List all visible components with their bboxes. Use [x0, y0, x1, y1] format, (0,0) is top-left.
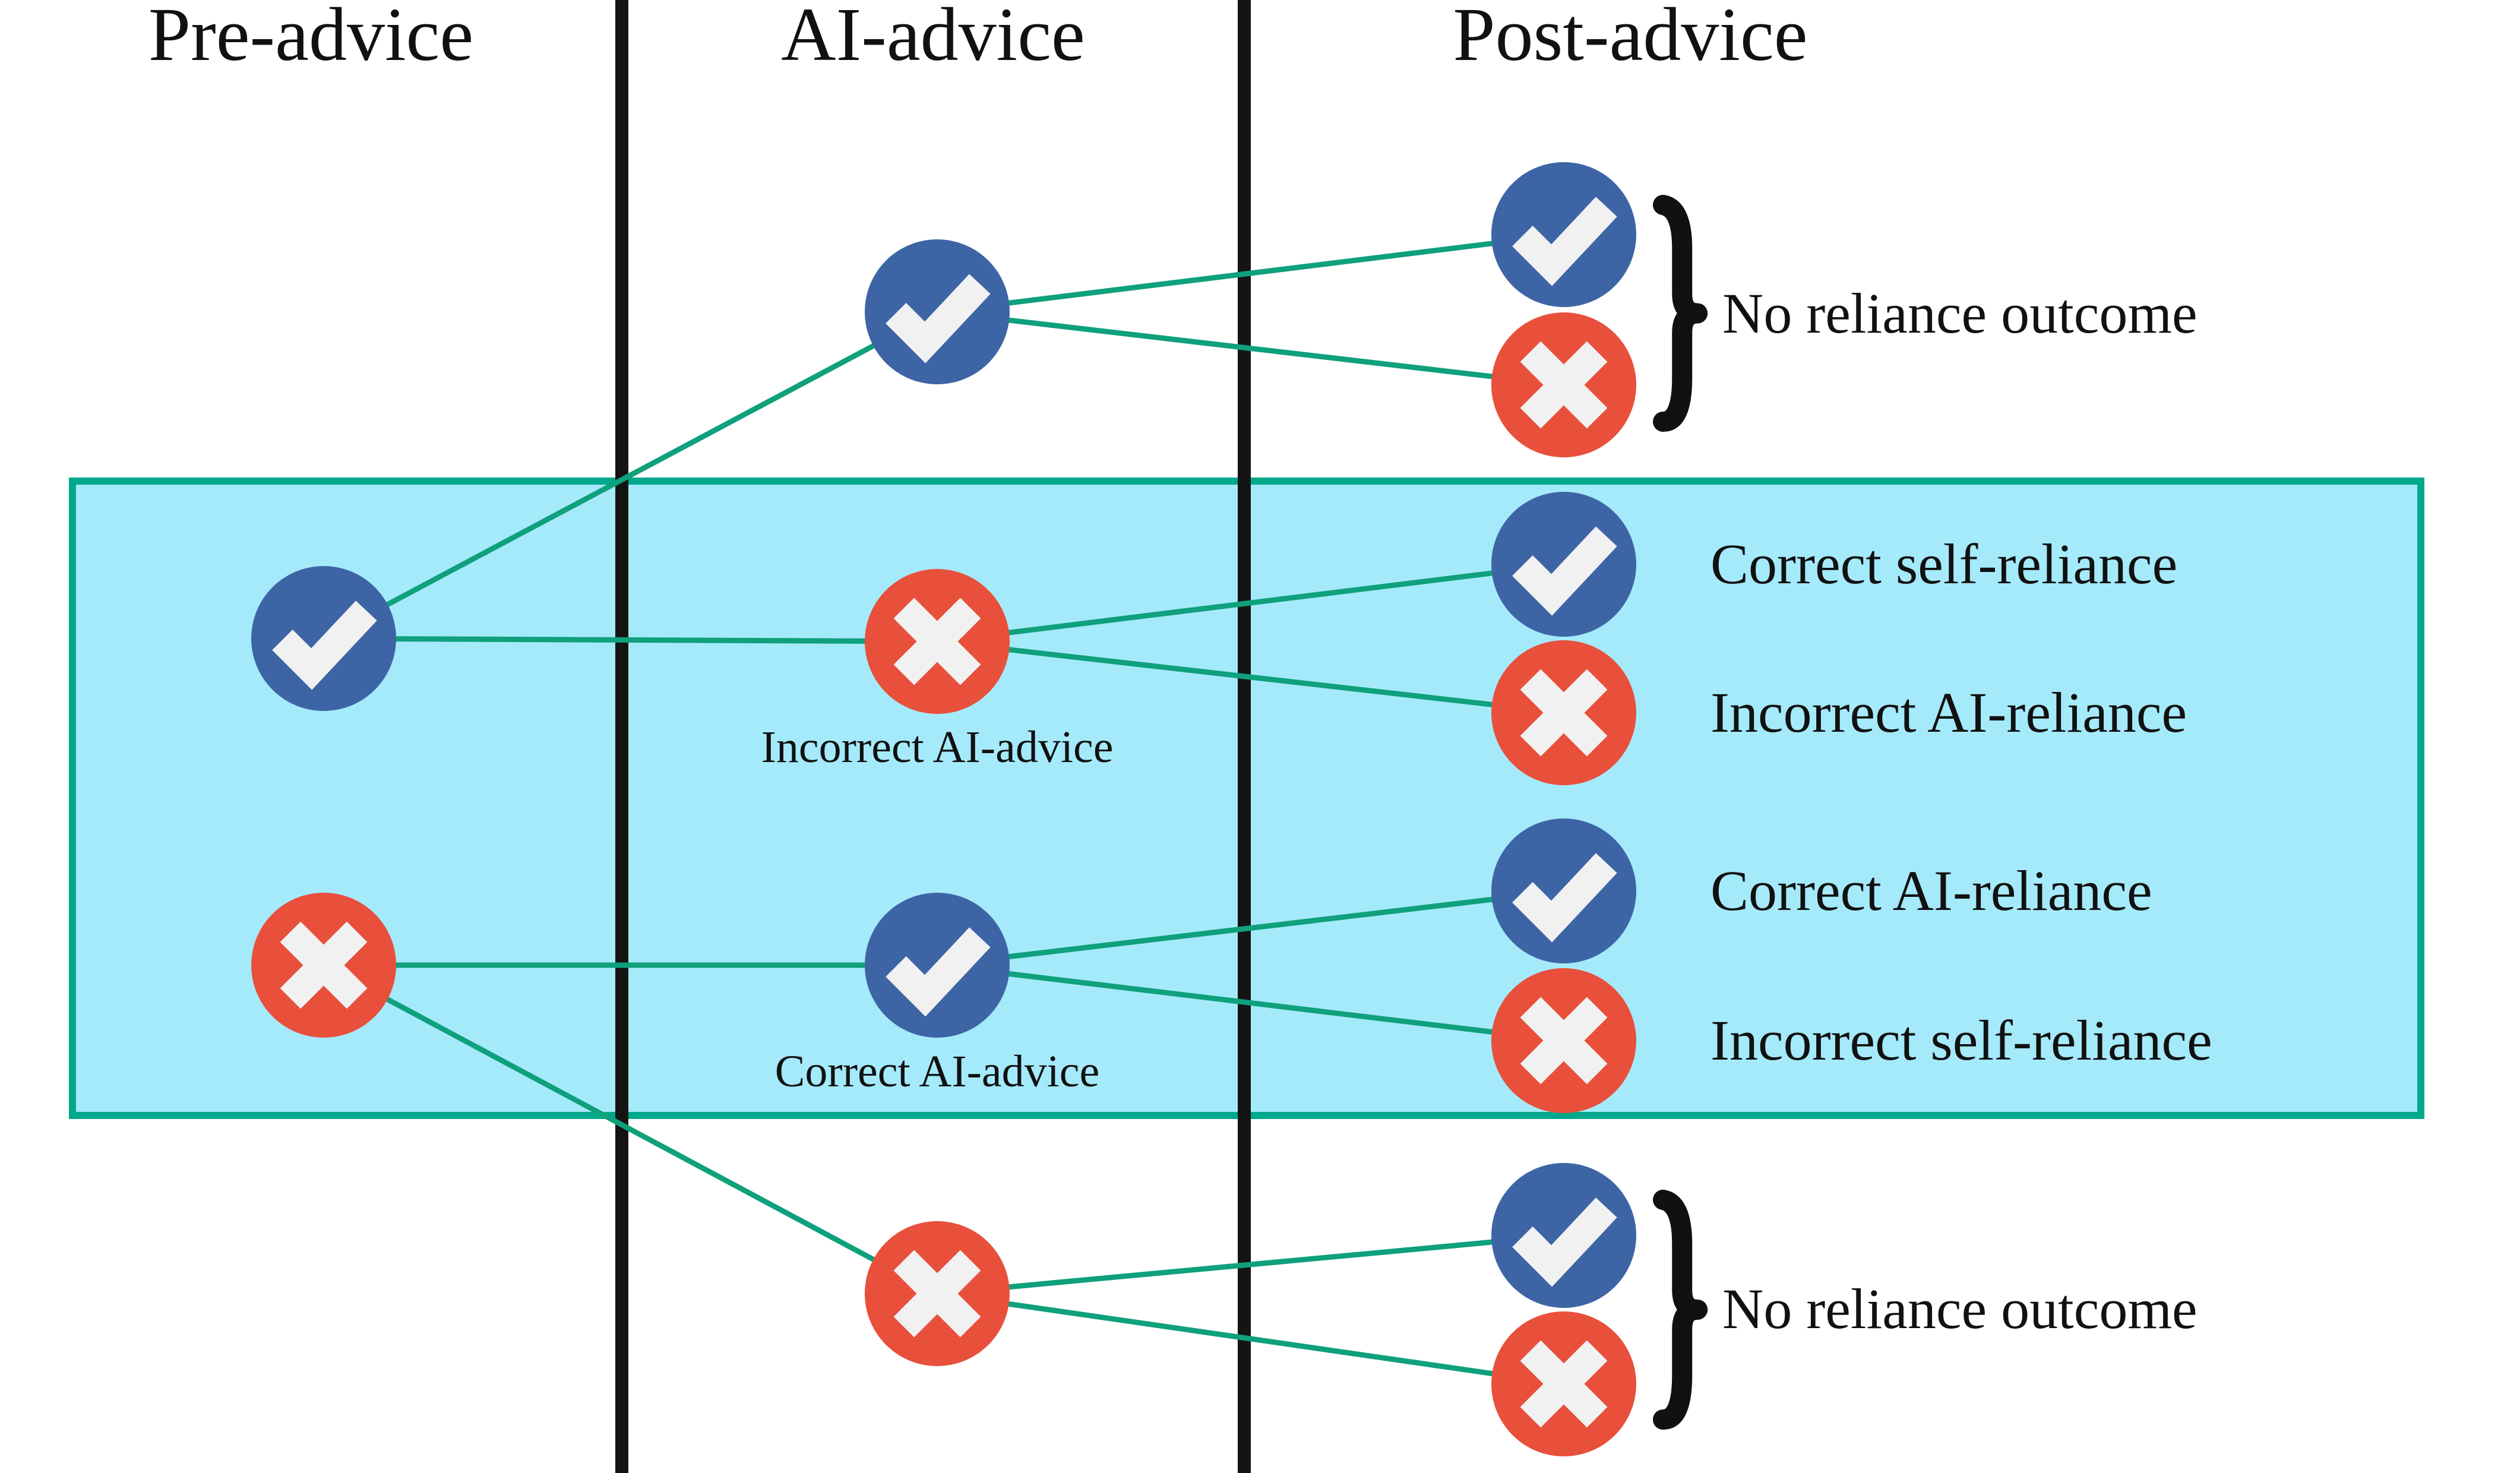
label-incorrect-self-reliance: Incorrect self-reliance	[1710, 1009, 2212, 1072]
edge-pre-correct-to-ai-top-correct	[384, 342, 877, 608]
check-icon	[1512, 197, 1617, 286]
edge-ai-correct-to-post-incorrect-self	[1006, 971, 1495, 1035]
brace-top-curly-brace-icon	[1653, 195, 1708, 432]
node-post-correct-self[interactable]	[1491, 492, 1636, 637]
column-header-post-advice: Post-advice	[1453, 0, 1808, 77]
label-no-reliance-outcome-top: No reliance outcome	[1722, 282, 2198, 345]
label-correct-self-reliance: Correct self-reliance	[1710, 532, 2178, 596]
edge-ai-bottom-incorrect-to-post-bottom-incorrect	[1006, 1301, 1495, 1377]
node-ai-correct[interactable]	[865, 893, 1010, 1038]
node-post-top-correct[interactable]	[1491, 162, 1636, 307]
node-pre-correct[interactable]	[251, 566, 396, 711]
check-icon	[1512, 853, 1617, 943]
column-header-pre-advice: Pre-advice	[148, 0, 474, 77]
edge-ai-top-correct-to-post-top-correct	[1006, 240, 1495, 306]
node-post-incorrect-self[interactable]	[1491, 968, 1636, 1113]
node-ai-bottom-incorrect[interactable]	[865, 1221, 1010, 1366]
cross-icon	[1520, 997, 1608, 1085]
cross-icon	[280, 921, 368, 1009]
edge-ai-incorrect-to-post-incorrect-ai	[1006, 646, 1495, 708]
label-incorrect-ai-reliance: Incorrect AI-reliance	[1710, 681, 2187, 744]
edge-pre-correct-to-ai-incorrect	[393, 636, 868, 644]
brace-bottom-curly-brace-icon	[1653, 1190, 1708, 1430]
cross-icon	[893, 598, 981, 685]
node-post-top-incorrect[interactable]	[1491, 312, 1636, 457]
node-post-bottom-incorrect[interactable]	[1491, 1311, 1636, 1456]
node-post-incorrect-ai[interactable]	[1491, 640, 1636, 785]
edge-ai-bottom-incorrect-to-post-bottom-correct	[1007, 1239, 1494, 1290]
label-no-reliance-outcome-bottom: No reliance outcome	[1722, 1277, 2198, 1341]
cross-icon	[893, 1250, 981, 1338]
check-icon	[272, 600, 377, 690]
check-icon	[1512, 526, 1617, 616]
cross-icon	[1520, 1340, 1608, 1428]
check-icon	[1512, 1197, 1617, 1287]
cross-icon	[1520, 341, 1608, 429]
label-correct-ai-reliance: Correct AI-reliance	[1710, 859, 2152, 922]
column-header-ai-advice: AI-advice	[781, 0, 1085, 77]
node-post-bottom-correct[interactable]	[1491, 1163, 1636, 1308]
label-correct-ai-advice: Correct AI-advice	[774, 1047, 1100, 1096]
node-ai-top-correct[interactable]	[865, 239, 1010, 384]
edge-ai-top-correct-to-post-top-incorrect	[1006, 317, 1495, 380]
edge-layer	[384, 240, 1495, 1377]
label-incorrect-ai-advice: Incorrect AI-advice	[761, 722, 1114, 772]
cross-icon	[1520, 669, 1608, 757]
node-pre-incorrect[interactable]	[251, 893, 396, 1038]
node-post-correct-ai[interactable]	[1491, 818, 1636, 963]
check-icon	[886, 927, 991, 1017]
edge-ai-correct-to-post-correct-ai	[1006, 896, 1495, 960]
check-icon	[886, 274, 991, 363]
brace-layer	[1653, 195, 1708, 1430]
edge-pre-incorrect-to-ai-bottom-incorrect	[384, 995, 877, 1263]
edge-ai-incorrect-to-post-correct-self	[1006, 570, 1495, 636]
node-ai-incorrect[interactable]	[865, 569, 1010, 714]
column-divider-layer	[615, 0, 1251, 1473]
node-layer	[251, 162, 1636, 1456]
